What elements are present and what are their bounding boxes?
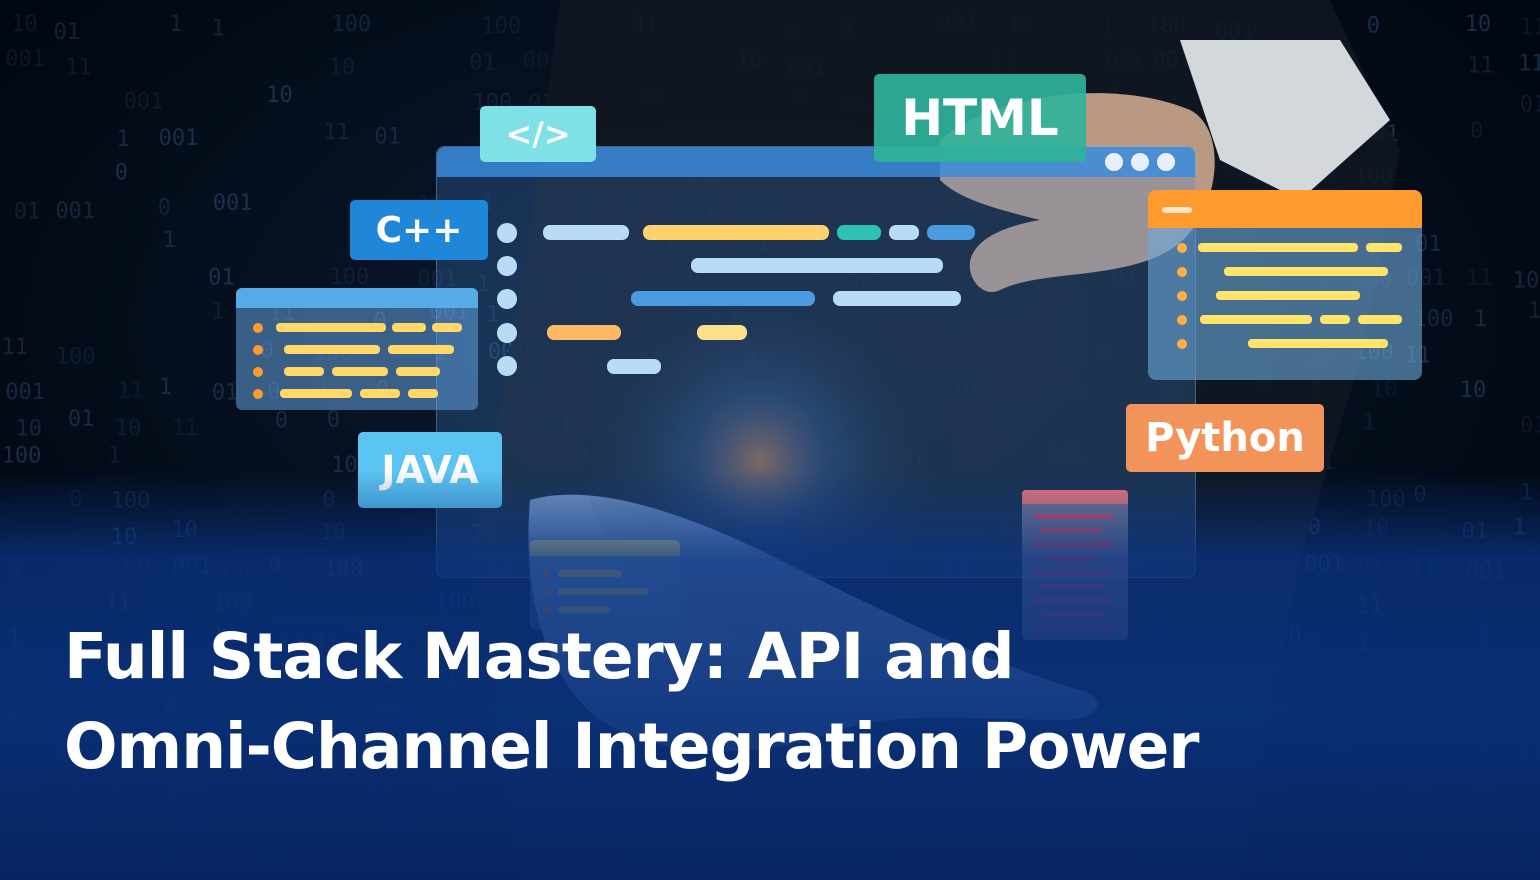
svg-text:01: 01 (54, 20, 81, 45)
svg-text:11: 11 (1466, 266, 1493, 291)
svg-text:10: 10 (329, 55, 356, 80)
svg-text:0: 0 (327, 407, 340, 432)
svg-text:11: 11 (65, 56, 92, 81)
svg-text:001: 001 (124, 90, 164, 115)
window-dot-icon (1105, 153, 1123, 171)
headline-line-1: Full Stack Mastery: API and (64, 620, 1015, 693)
svg-text:001: 001 (55, 199, 95, 224)
svg-text:100: 100 (56, 345, 96, 370)
svg-text:10: 10 (16, 417, 43, 442)
svg-text:1: 1 (486, 303, 499, 328)
code-panel-right (1148, 190, 1422, 380)
svg-text:0: 0 (1367, 14, 1380, 39)
window-dot-icon (1131, 153, 1149, 171)
svg-text:10: 10 (1371, 378, 1398, 403)
svg-text:01: 01 (375, 124, 402, 149)
minimize-icon (1162, 207, 1192, 213)
panel-header (1148, 190, 1422, 228)
svg-text:11: 11 (172, 416, 199, 441)
svg-text:1: 1 (211, 299, 224, 324)
svg-text:001: 001 (5, 380, 45, 405)
svg-text:10: 10 (115, 416, 141, 441)
code-lines (1177, 243, 1402, 349)
svg-text:10: 10 (266, 83, 293, 108)
svg-text:1: 1 (211, 17, 224, 42)
html-tag: HTML (874, 74, 1086, 162)
cpp-tag: C++ (350, 200, 488, 260)
svg-text:1: 1 (1362, 411, 1375, 436)
svg-text:01: 01 (212, 380, 239, 405)
svg-text:11: 11 (117, 378, 144, 403)
svg-text:01: 01 (1520, 414, 1540, 439)
svg-text:01: 01 (14, 200, 41, 225)
code-panel-left (236, 288, 478, 410)
svg-text:001: 001 (213, 191, 253, 216)
svg-text:10: 10 (1513, 268, 1540, 293)
svg-text:001: 001 (5, 47, 45, 72)
svg-text:100: 100 (331, 12, 371, 37)
code-lines (497, 223, 975, 376)
svg-text:11: 11 (1467, 54, 1494, 79)
code-tag: </> (480, 106, 596, 162)
svg-text:11: 11 (323, 120, 350, 145)
svg-text:10: 10 (1460, 378, 1487, 403)
panel-header (236, 288, 478, 308)
svg-text:1: 1 (116, 127, 129, 152)
svg-text:1: 1 (108, 444, 121, 469)
svg-text:0: 0 (115, 160, 128, 185)
svg-text:1: 1 (169, 12, 182, 37)
svg-text:100: 100 (2, 444, 42, 469)
svg-text:0: 0 (1470, 119, 1483, 144)
headline-backdrop (0, 470, 1540, 880)
svg-text:1: 1 (1474, 307, 1487, 332)
svg-text:100: 100 (481, 14, 521, 39)
window-dots (1105, 153, 1175, 171)
svg-text:10: 10 (1465, 12, 1492, 37)
code-lines (253, 323, 462, 399)
python-tag: Python (1126, 404, 1324, 472)
svg-text:100: 100 (330, 265, 370, 290)
headline-line-2: Omni-Channel Integration Power (64, 710, 1199, 783)
svg-text:1: 1 (159, 375, 172, 400)
svg-text:0: 0 (158, 196, 171, 221)
svg-text:001: 001 (159, 126, 199, 151)
svg-text:11: 11 (1518, 51, 1540, 76)
svg-text:1: 1 (163, 228, 176, 253)
svg-text:1: 1 (477, 272, 490, 297)
svg-text:11: 11 (1520, 16, 1540, 41)
svg-text:10: 10 (11, 12, 38, 37)
svg-text:0: 0 (275, 409, 288, 434)
window-dot-icon (1157, 153, 1175, 171)
svg-text:01: 01 (68, 407, 95, 432)
svg-text:01: 01 (469, 51, 496, 76)
svg-text:01: 01 (1520, 93, 1540, 118)
headline: Full Stack Mastery: API and Omni-Channel… (64, 612, 1444, 792)
svg-text:100: 100 (1528, 299, 1540, 324)
svg-text:11: 11 (2, 335, 29, 360)
svg-text:01: 01 (208, 265, 235, 290)
